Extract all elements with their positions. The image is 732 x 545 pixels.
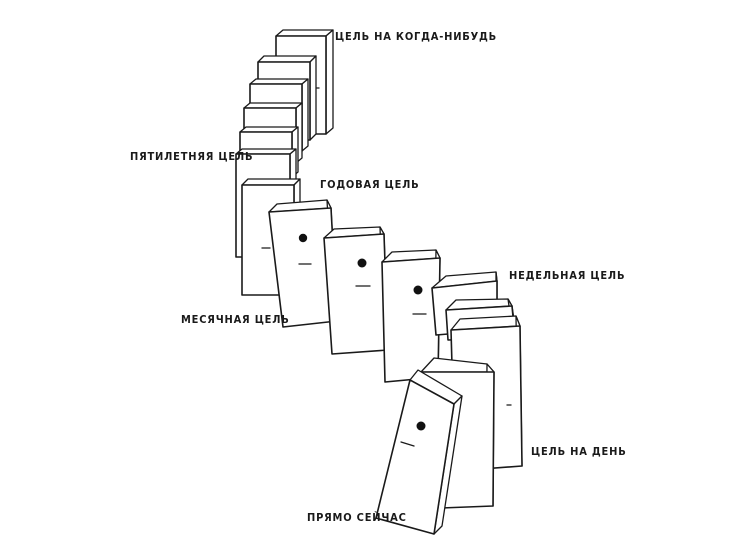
label-five-year: ПЯТИЛЕТНЯЯ ЦЕЛЬ — [130, 150, 253, 163]
label-yearly: ГОДОВАЯ ЦЕЛЬ — [320, 178, 420, 191]
label-someday: ЦЕЛЬ НА КОГДА-НИБУДЬ — [335, 30, 497, 43]
label-monthly: МЕСЯЧНАЯ ЦЕЛЬ — [181, 313, 290, 326]
label-weekly: НЕДЕЛЬНАЯ ЦЕЛЬ — [509, 269, 625, 282]
label-daily: ЦЕЛЬ НА ДЕНЬ — [531, 445, 627, 458]
domino-right-now — [375, 369, 463, 535]
domino-monthly — [323, 226, 389, 355]
domino-mid-right — [381, 249, 441, 383]
label-right-now: ПРЯМО СЕЙЧАС — [307, 511, 407, 524]
